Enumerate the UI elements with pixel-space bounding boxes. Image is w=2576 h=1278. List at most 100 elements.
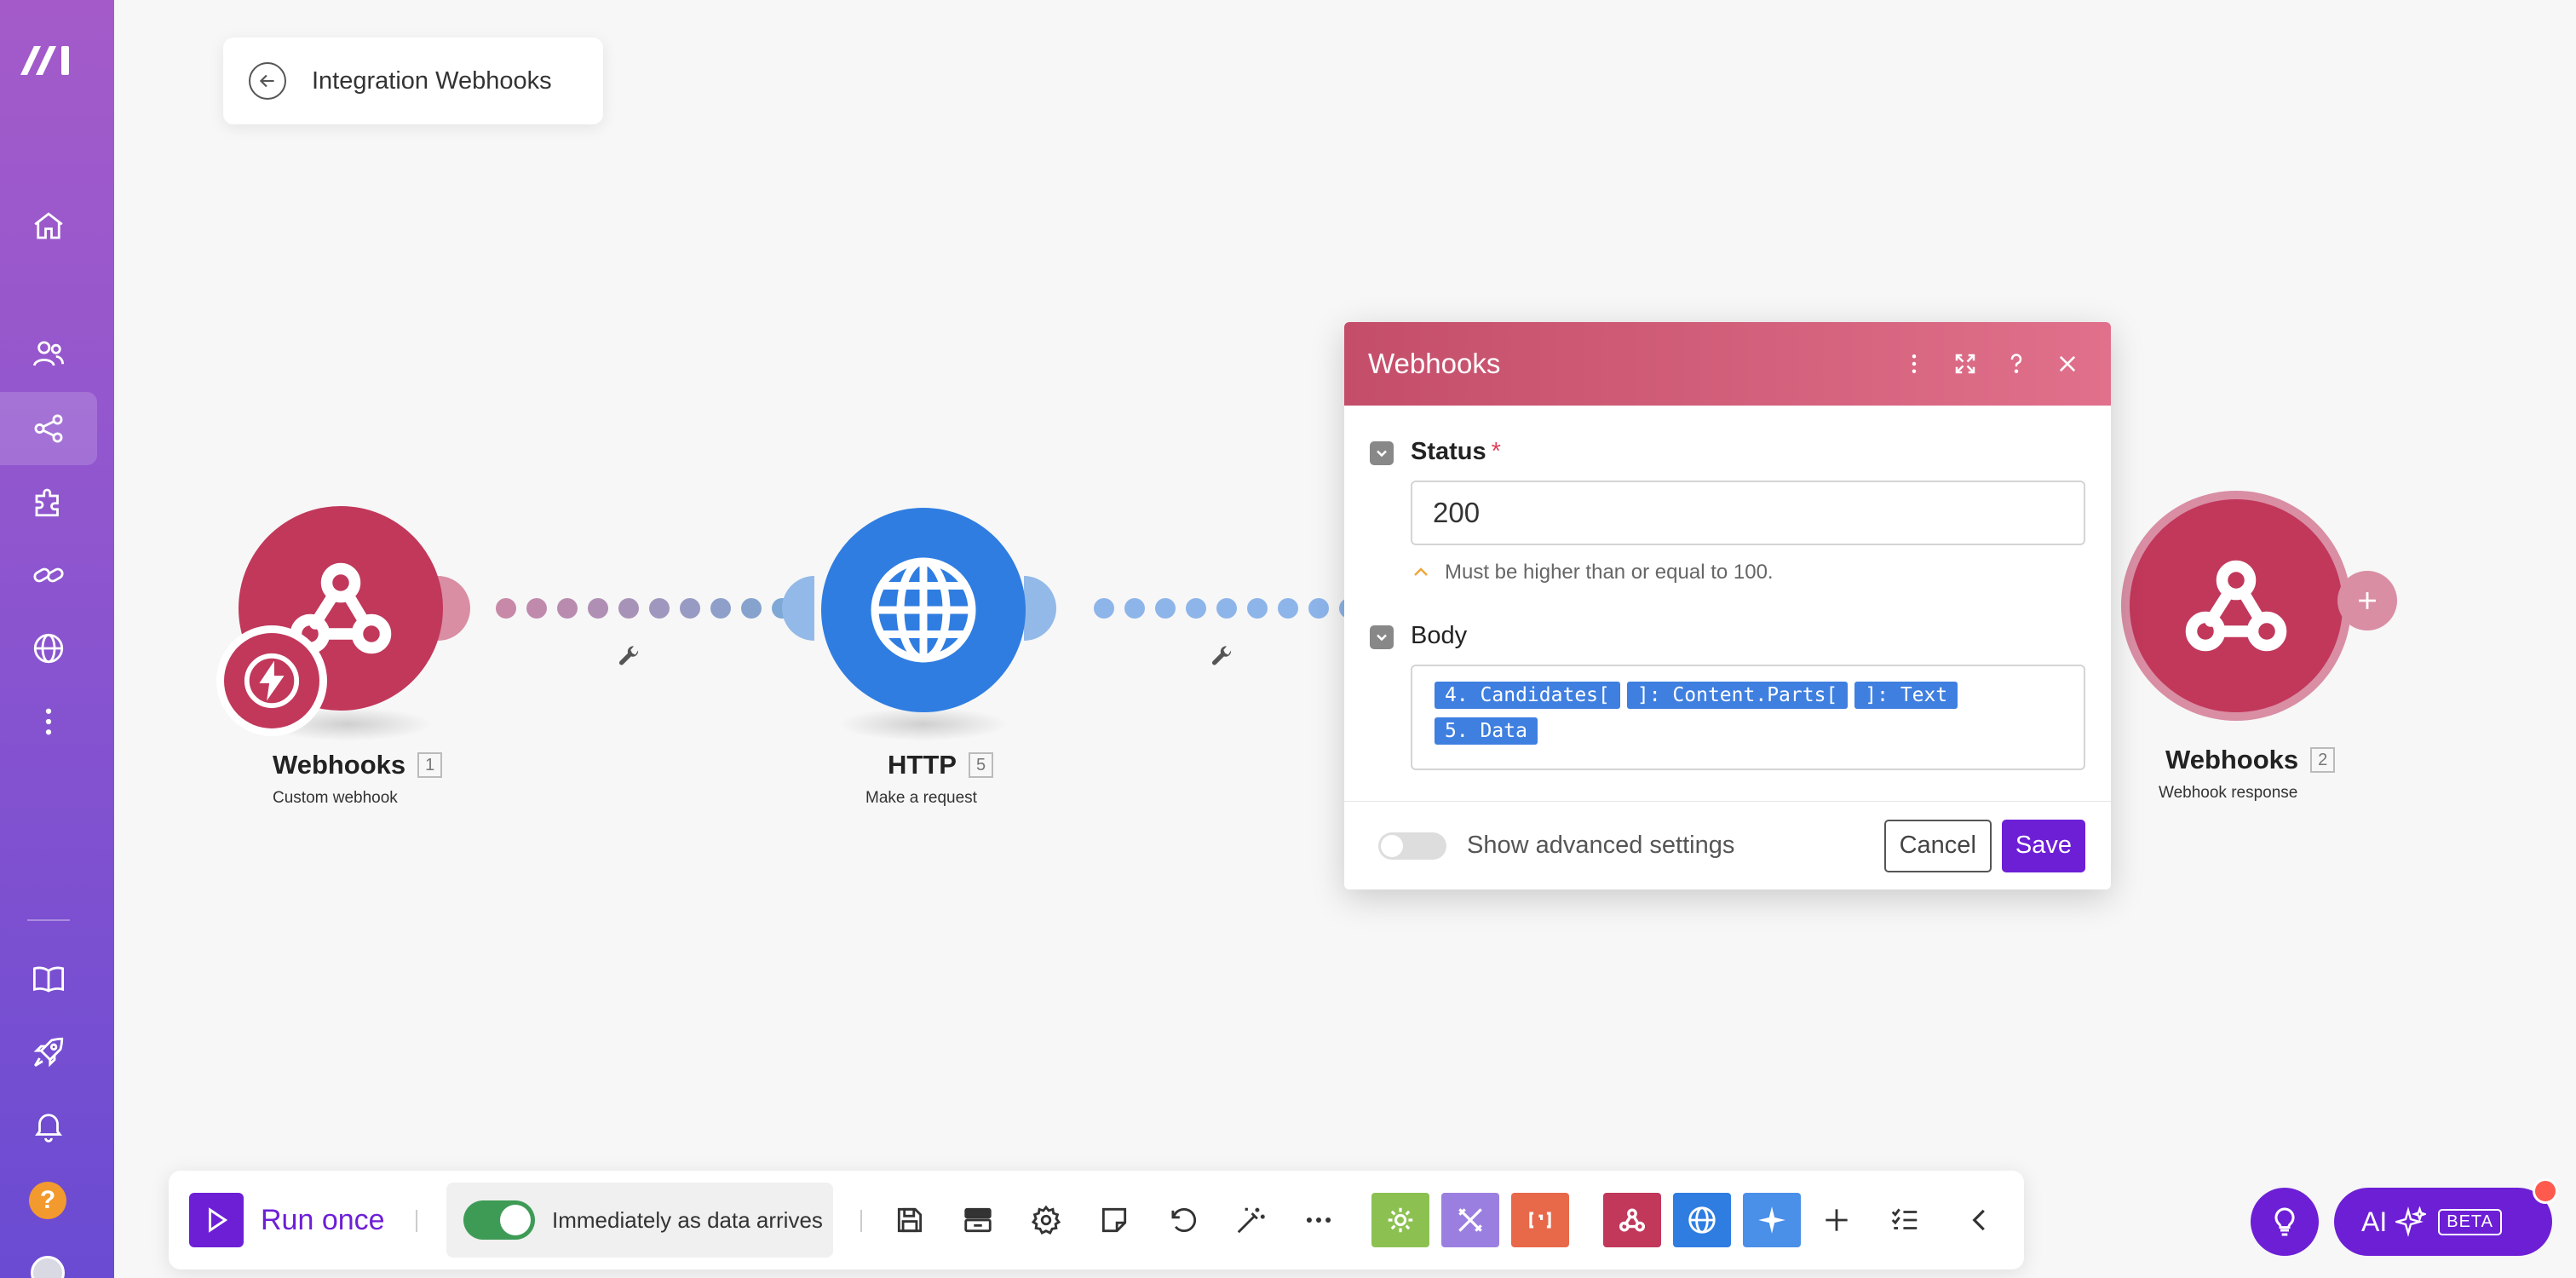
- chevron-left-icon: [1972, 1209, 1985, 1231]
- sidebar-item-team[interactable]: [0, 317, 97, 390]
- save-button[interactable]: Save: [2001, 819, 2085, 872]
- mapped-token[interactable]: 5. Data: [1435, 717, 1538, 745]
- auto-align-button[interactable]: [1223, 1193, 1278, 1247]
- connector-dot: [710, 598, 731, 619]
- connector-dot: [741, 598, 762, 619]
- auto-align-icon: [1237, 1207, 1265, 1234]
- module-subtitle: Webhook response: [2159, 784, 2298, 802]
- tool-text-parser[interactable]: [1511, 1193, 1569, 1247]
- body-collapse-toggle[interactable]: [1370, 625, 1394, 649]
- notes-button[interactable]: [1087, 1193, 1141, 1247]
- module-webhooks-2[interactable]: [2130, 499, 2343, 712]
- sidebar-item-whats-new[interactable]: [0, 1016, 97, 1089]
- run-once-button[interactable]: Run once: [189, 1193, 385, 1247]
- toolbar-divider: [416, 1210, 417, 1232]
- schedule-toggle[interactable]: [463, 1200, 535, 1240]
- make-logo-icon[interactable]: [17, 36, 80, 83]
- mapped-token[interactable]: ]: Content.Parts[: [1626, 682, 1849, 709]
- module-output-handle[interactable]: [1024, 576, 1058, 641]
- add-module-button[interactable]: [1809, 1193, 1864, 1247]
- sidebar-item-webhooks[interactable]: [0, 612, 97, 685]
- settings-icon: [1031, 1205, 1061, 1235]
- sidebar-item-home[interactable]: [0, 189, 97, 262]
- more-options-button[interactable]: [1291, 1193, 1346, 1247]
- sidebar-item-scenarios[interactable]: [0, 392, 97, 465]
- sidebar-item-templates[interactable]: [0, 465, 97, 538]
- add-module-button[interactable]: [2337, 571, 2397, 630]
- collapse-toolbar-button[interactable]: [1952, 1193, 2007, 1247]
- dialog-header: Webhooks: [1344, 322, 2111, 406]
- tool-http[interactable]: [1673, 1193, 1731, 1247]
- status-field[interactable]: 200: [1411, 481, 2085, 545]
- link-icon: [33, 567, 64, 583]
- connector-dot: [588, 598, 608, 619]
- webhook-icon: [1619, 1208, 1646, 1232]
- ai-assistant-button[interactable]: AI BETA: [2334, 1188, 2552, 1256]
- module-http-5[interactable]: [821, 508, 1026, 712]
- connector-dot: [1124, 598, 1145, 619]
- status-collapse-toggle[interactable]: [1370, 441, 1394, 465]
- scenario-title[interactable]: Integration Webhooks: [312, 66, 552, 95]
- sparkles-icon: [2395, 1206, 2427, 1237]
- scenario-io-icon: [964, 1207, 992, 1233]
- wrench-icon[interactable]: [617, 644, 642, 670]
- globe-icon: [871, 557, 976, 663]
- required-mark: *: [1491, 438, 1501, 465]
- sidebar-item-more[interactable]: [0, 685, 97, 758]
- scenario-settings-button[interactable]: [1019, 1193, 1073, 1247]
- tool-webhooks[interactable]: [1603, 1193, 1661, 1247]
- advanced-settings-toggle[interactable]: [1378, 832, 1446, 860]
- help-button[interactable]: ?: [29, 1182, 66, 1219]
- connector-dot: [1278, 598, 1298, 619]
- expand-icon[interactable]: [1946, 344, 1985, 383]
- globe-icon: [33, 633, 64, 664]
- module-number: 5: [968, 752, 994, 778]
- mapped-token[interactable]: ]: Text: [1854, 682, 1958, 709]
- connector-dot: [1094, 598, 1114, 619]
- lightning-icon: [244, 653, 300, 709]
- cancel-button[interactable]: Cancel: [1883, 819, 1992, 872]
- module-input-handle: [782, 576, 814, 641]
- tips-button[interactable]: [2251, 1188, 2319, 1256]
- close-icon[interactable]: [2048, 344, 2087, 383]
- scenario-title-card: Integration Webhooks: [223, 37, 603, 124]
- sidebar-item-docs[interactable]: [0, 942, 97, 1016]
- sidebar: ?: [0, 0, 114, 1278]
- tool-tools[interactable]: [1441, 1193, 1499, 1247]
- plus-icon: [1826, 1209, 1848, 1231]
- body-field[interactable]: 4. Candidates[ ]: Content.Parts[ ]: Text…: [1411, 665, 2085, 770]
- mapped-token[interactable]: 4. Candidates[: [1435, 682, 1620, 709]
- scenario-canvas[interactable]: Webhooks 1 Custom webhook HTTP 5 Make a …: [114, 0, 2576, 1278]
- bell-icon: [35, 1114, 62, 1143]
- schedule-control[interactable]: Immediately as data arrives: [446, 1183, 833, 1258]
- dialog-title: Webhooks: [1368, 348, 1501, 379]
- users-icon: [32, 341, 65, 366]
- notification-dot: [2533, 1178, 2558, 1204]
- globe-icon: [1688, 1206, 1716, 1234]
- connector-dot: [1247, 598, 1268, 619]
- connector-dot: [680, 598, 700, 619]
- dialog-footer: Show advanced settings Cancel Save: [1344, 801, 2111, 889]
- help-icon[interactable]: [1997, 344, 2036, 383]
- undo-button[interactable]: [1155, 1193, 1210, 1247]
- undo-icon: [1171, 1207, 1197, 1233]
- tool-flow-control[interactable]: [1371, 1193, 1429, 1247]
- notes-icon: [1101, 1207, 1127, 1233]
- sidebar-item-connections[interactable]: [0, 538, 97, 612]
- trigger-badge: [216, 625, 327, 736]
- module-output-handle[interactable]: [438, 576, 486, 641]
- status-hint: Must be higher than or equal to 100.: [1411, 561, 1774, 584]
- sidebar-item-notifications[interactable]: [0, 1089, 97, 1162]
- tool-ai[interactable]: [1743, 1193, 1801, 1247]
- module-subtitle: Custom webhook: [273, 789, 398, 807]
- more-vertical-icon[interactable]: [1895, 344, 1934, 383]
- module-name: Webhooks 1: [273, 750, 443, 780]
- share-nodes-icon: [34, 414, 63, 443]
- beta-badge: BETA: [2438, 1208, 2502, 1235]
- checklist-button[interactable]: [1877, 1193, 1932, 1247]
- arrow-left-circle-icon[interactable]: [249, 62, 286, 100]
- wrench-icon[interactable]: [1210, 644, 1235, 670]
- avatar[interactable]: [31, 1256, 65, 1278]
- scenario-io-button[interactable]: [951, 1193, 1005, 1247]
- save-scenario-button[interactable]: [883, 1193, 937, 1247]
